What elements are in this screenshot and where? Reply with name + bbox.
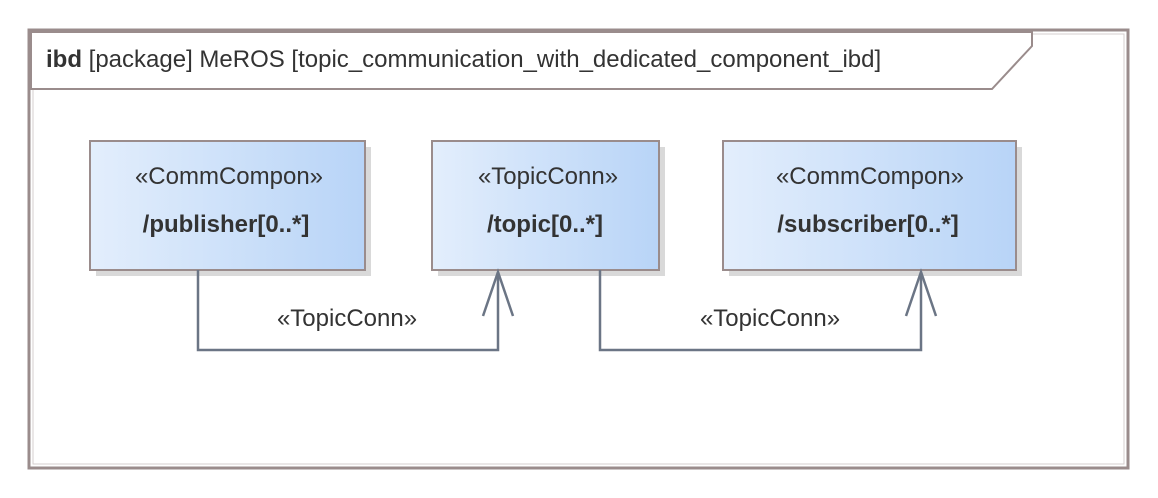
part-stereotype: «CommCompon» (135, 163, 323, 190)
part-stereotype: «CommCompon» (776, 163, 964, 190)
part-topic[interactable]: «TopicConn» /topic[0..*] (431, 140, 665, 276)
diagram-frame (27, 28, 1130, 470)
part-stereotype: «TopicConn» (478, 163, 618, 190)
frame-kind: ibd (46, 46, 82, 73)
part-subscriber[interactable]: «CommCompon» /subscriber[0..*] (722, 140, 1022, 276)
connector-line (598, 270, 923, 352)
connector-line (196, 270, 500, 352)
frame-name: [package] MeROS [topic_communication_wit… (82, 46, 881, 73)
open-arrowhead-icon (904, 268, 938, 317)
connector-label: «TopicConn» (277, 305, 417, 332)
connector-label: «TopicConn» (700, 305, 840, 332)
open-arrowhead-icon (481, 268, 515, 317)
part-box (722, 140, 1017, 271)
connector-topic-subscriber[interactable]: «TopicConn» (598, 268, 938, 352)
part-name: /subscriber[0..*] (777, 211, 958, 238)
frame-header-tab (30, 31, 1033, 90)
part-name: /publisher[0..*] (143, 211, 310, 238)
part-box (89, 140, 366, 271)
part-box (431, 140, 660, 271)
connector-publisher-topic[interactable]: «TopicConn» (196, 268, 515, 352)
part-publisher[interactable]: «CommCompon» /publisher[0..*] (89, 140, 371, 276)
frame-header-title: ibd [package] MeROS [topic_communication… (46, 46, 881, 73)
part-name: /topic[0..*] (487, 211, 603, 238)
